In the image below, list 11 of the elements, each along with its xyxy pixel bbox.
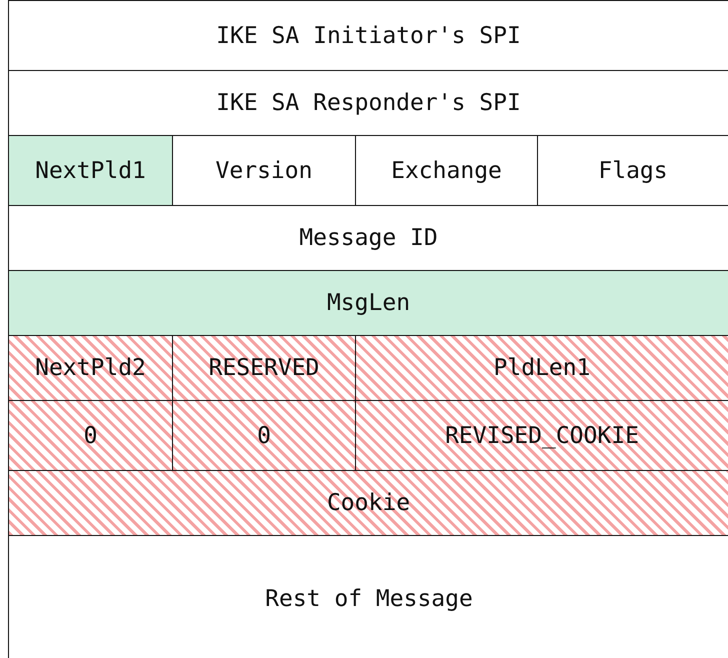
header-field: NextPld1 xyxy=(8,135,173,206)
header-field: 0 xyxy=(172,400,356,471)
header-field: IKE SA Initiator's SPI xyxy=(8,0,728,71)
header-field: Rest of Message xyxy=(8,535,728,658)
header-field: PldLen1 xyxy=(355,335,728,401)
header-field: 0 xyxy=(8,400,173,471)
header-field: RESERVED xyxy=(172,335,356,401)
header-field: NextPld2 xyxy=(8,335,173,401)
header-field: Cookie xyxy=(8,470,728,536)
header-field: REVISED_COOKIE xyxy=(355,400,728,471)
header-field: MsgLen xyxy=(8,270,728,336)
